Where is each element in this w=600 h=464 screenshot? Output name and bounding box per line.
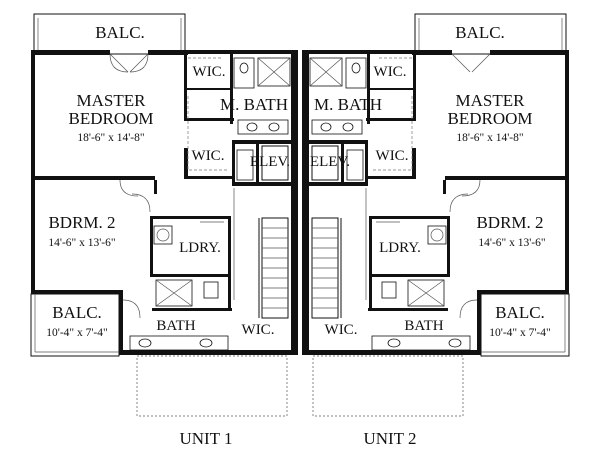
- unit1-double-vanity: [237, 119, 289, 135]
- unit1-washer: [153, 225, 173, 245]
- unit1-master-name-line1: MASTER: [77, 91, 147, 110]
- unit1-elevator-label: ELEV.: [250, 154, 290, 170]
- unit2-bath-label: BATH: [404, 318, 443, 334]
- unit2-labels: BALC. WIC. M. BATH MASTER BEDROOM 18'-6"…: [310, 23, 551, 448]
- unit2-wic-2-label: WIC.: [376, 148, 409, 164]
- unit2-master-bath-label: M. BATH: [314, 95, 382, 114]
- unit1-bath-label: BATH: [156, 318, 195, 334]
- unit1-master-wic-label: WIC.: [193, 64, 226, 80]
- unit2-master-size: 18'-6" x 14'-8": [456, 132, 523, 144]
- unit1-labels: BALC. WIC. M. BATH MASTER BEDROOM 18'-6"…: [46, 23, 290, 448]
- unit2-master-name-line2: BEDROOM: [447, 109, 532, 128]
- unit1-side-balcony-label: BALC.: [52, 303, 102, 322]
- unit1-entry-below: [136, 355, 288, 417]
- unit1-toilet: [203, 281, 219, 299]
- unit1-wic-3-label: WIC.: [242, 322, 275, 338]
- unit2-master-wic-label: WIC.: [374, 64, 407, 80]
- unit1-staircase: [233, 188, 289, 319]
- unit-2-plan: [302, 13, 570, 417]
- unit2-caption: UNIT 2: [363, 429, 416, 448]
- unit2-balcony-top-label: BALC.: [455, 23, 505, 42]
- unit2-bedroom2-size: 14'-6" x 13'-6": [478, 237, 545, 249]
- unit1-laundry-label: LDRY.: [179, 240, 221, 256]
- unit2-wic-3-label: WIC.: [325, 322, 358, 338]
- unit1-master-name-line2: BEDROOM: [68, 109, 153, 128]
- unit1-side-balcony-size: 10'-4" x 7'-4": [46, 327, 107, 339]
- unit1-walls: [31, 50, 298, 355]
- unit2-side-balcony-label: BALC.: [495, 303, 545, 322]
- unit1-side-balcony-outline: [30, 293, 120, 357]
- unit1-bedroom2-name: BDRM. 2: [48, 213, 115, 232]
- unit1-master-size: 18'-6" x 14'-8": [77, 132, 144, 144]
- unit2-elevator-label: ELEV.: [310, 154, 350, 170]
- unit-1-plan: [30, 13, 298, 417]
- unit1-wic-2-label: WIC.: [192, 148, 225, 164]
- unit2-side-balcony-size: 10'-4" x 7'-4": [489, 327, 550, 339]
- unit2-master-name-line1: MASTER: [456, 91, 526, 110]
- unit2-bedroom2-name: BDRM. 2: [476, 213, 543, 232]
- unit2-laundry-label: LDRY.: [379, 240, 421, 256]
- unit1-caption: UNIT 1: [179, 429, 232, 448]
- unit1-master-bath-label: M. BATH: [220, 95, 288, 114]
- unit1-elevator-shaft: [261, 145, 289, 181]
- unit1-bedroom2-size: 14'-6" x 13'-6": [48, 237, 115, 249]
- unit1-balcony-top-label: BALC.: [95, 23, 145, 42]
